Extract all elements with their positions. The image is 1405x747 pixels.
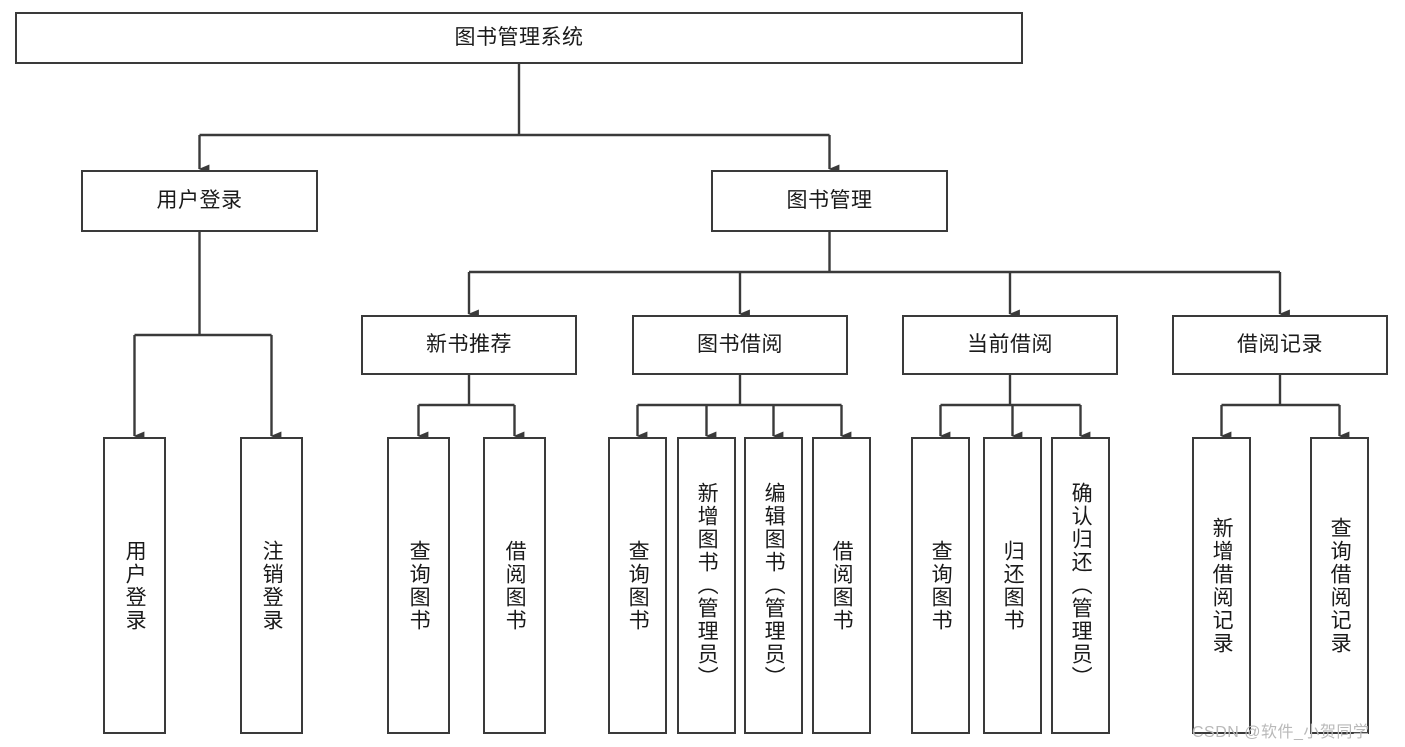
node-leaf-query-book-1[interactable]: 查询图书 (387, 437, 450, 734)
node-label: 查询图书 (929, 539, 953, 632)
node-book-borrow[interactable]: 图书借阅 (632, 315, 848, 375)
node-label: 查询图书 (407, 539, 431, 632)
node-label: 图书借阅 (697, 332, 783, 356)
node-borrow-record[interactable]: 借阅记录 (1172, 315, 1388, 375)
node-leaf-borrow-book-2[interactable]: 借阅图书 (812, 437, 871, 734)
node-leaf-query-book-2[interactable]: 查询图书 (608, 437, 667, 734)
node-label: 借阅图书 (830, 539, 854, 632)
node-leaf-confirm-return[interactable]: 确认归还（管理员） (1051, 437, 1110, 734)
node-current-borrow[interactable]: 当前借阅 (902, 315, 1118, 375)
node-leaf-user-logout[interactable]: 注销登录 (240, 437, 303, 734)
node-label: 用户登录 (156, 188, 243, 212)
node-label: 确认归还（管理员） (1069, 482, 1093, 689)
node-leaf-return-book[interactable]: 归还图书 (983, 437, 1042, 734)
node-leaf-user-login[interactable]: 用户登录 (103, 437, 166, 734)
node-user-login[interactable]: 用户登录 (81, 170, 318, 232)
node-label: 图书管理 (786, 188, 873, 212)
node-leaf-borrow-book-1[interactable]: 借阅图书 (483, 437, 546, 734)
node-label: 归还图书 (1001, 539, 1025, 632)
node-label: 当前借阅 (967, 332, 1053, 356)
node-label: 借阅图书 (503, 539, 527, 632)
node-leaf-add-record[interactable]: 新增借阅记录 (1192, 437, 1251, 734)
node-label: 借阅记录 (1237, 332, 1323, 356)
node-label: 图书管理系统 (454, 25, 584, 49)
node-label: 查询图书 (626, 539, 650, 632)
node-leaf-query-book-3[interactable]: 查询图书 (911, 437, 970, 734)
node-book-manage[interactable]: 图书管理 (711, 170, 948, 232)
node-label: 新增借阅记录 (1210, 516, 1234, 655)
node-label: 新增图书（管理员） (695, 482, 719, 689)
node-label: 查询借阅记录 (1328, 516, 1352, 655)
node-leaf-edit-book[interactable]: 编辑图书（管理员） (744, 437, 803, 734)
node-leaf-add-book[interactable]: 新增图书（管理员） (677, 437, 736, 734)
node-root[interactable]: 图书管理系统 (15, 12, 1023, 64)
node-label: 注销登录 (260, 539, 284, 632)
node-leaf-query-record[interactable]: 查询借阅记录 (1310, 437, 1369, 734)
node-label: 编辑图书（管理员） (762, 482, 786, 689)
node-label: 用户登录 (123, 539, 147, 632)
node-label: 新书推荐 (426, 332, 512, 356)
edges-group (133, 64, 1350, 441)
node-new-book-rec[interactable]: 新书推荐 (361, 315, 577, 375)
